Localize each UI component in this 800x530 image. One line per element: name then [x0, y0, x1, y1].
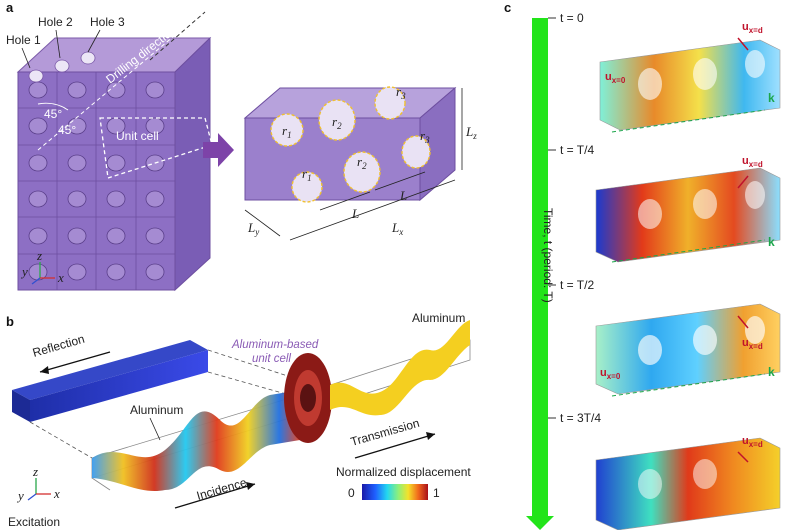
aluminum-left-label: Aluminum	[130, 403, 183, 417]
colorbar: Normalized displacement 0 1	[336, 465, 471, 500]
panel-b: b Reflection Aluminum-based unit cell	[6, 311, 471, 529]
axis-triad-a: z y x	[20, 248, 64, 285]
hole2-label: Hole 2	[38, 15, 73, 29]
panel-c: c Time, t (period: T) t = 0 t = T/4 t = …	[504, 0, 781, 530]
t3-label: t = 3T/4	[560, 411, 601, 425]
panel-a-letter: a	[6, 0, 14, 15]
unit-cell-label-2: unit cell	[252, 353, 291, 365]
r2-top: r2	[332, 114, 342, 131]
unit-cell-labels: r1 r2 r3 r1 r2 r3 Lz Ly L L Lx	[247, 84, 477, 237]
ly-label: Ly	[247, 220, 259, 237]
arrow-right-icon	[203, 133, 234, 167]
time-bar	[532, 18, 548, 518]
reflection-bar-top	[12, 340, 208, 400]
r1-bottom: r1	[302, 166, 312, 183]
hole1-label: Hole 1	[6, 33, 41, 47]
time-arrow-head	[526, 516, 554, 530]
colorbar-max: 1	[433, 486, 440, 500]
colorbar-title: Normalized displacement	[336, 465, 471, 479]
colorbar-min: 0	[348, 486, 355, 500]
axis-a-x: x	[57, 270, 64, 285]
unit-cell-label-1: Aluminum-based	[231, 339, 319, 351]
l-label-2: L	[399, 188, 407, 203]
lx-label: Lx	[391, 220, 403, 237]
k-label-t0: k	[768, 91, 775, 105]
transmitted-wave	[330, 320, 470, 416]
porous-block	[16, 9, 213, 292]
t2-label: t = T/2	[560, 278, 594, 292]
angle1-label: 45°	[44, 107, 62, 121]
reflection-bar-end	[12, 390, 30, 422]
panel-a: a	[6, 0, 477, 292]
u0-label-t0: ux=0	[605, 71, 626, 85]
t1-label: t = T/4	[560, 143, 594, 157]
reflection-bar-side	[30, 350, 208, 422]
snapshot-t3: ux=d	[595, 435, 781, 530]
colorbar-gradient	[362, 484, 428, 500]
unit-cell-drawing	[243, 86, 463, 241]
aluminum-right-label: Aluminum	[412, 311, 465, 325]
r3-top: r3	[396, 84, 406, 101]
axis-b-z: z	[32, 464, 38, 479]
t0-label: t = 0	[560, 11, 584, 25]
axis-b-x: x	[53, 486, 60, 501]
ud-label-t2: ux=d	[742, 337, 763, 351]
axis-triad-b: z y x	[16, 464, 60, 503]
unit-cell-label: Unit cell	[116, 129, 159, 143]
incident-wave	[92, 390, 300, 492]
axis-a-z: z	[36, 248, 42, 263]
lz-label: Lz	[465, 124, 477, 141]
axis-a-y: y	[20, 264, 28, 279]
angle2-label: 45°	[58, 123, 76, 137]
k-label-t1: k	[768, 235, 775, 249]
transmission-label: Transmission	[349, 416, 421, 449]
u0-label-t2: ux=0	[600, 367, 621, 381]
snapshot-t2: ux=d ux=0 k	[595, 303, 781, 397]
r2-bottom: r2	[357, 154, 367, 171]
snapshot-t0: ux=0 ux=d k	[599, 21, 781, 133]
k-label-t2: k	[768, 365, 775, 379]
panel-c-letter: c	[504, 0, 511, 15]
ud-label-t0: ux=d	[742, 21, 763, 35]
panel-b-letter: b	[6, 314, 14, 329]
l-label-1: L	[351, 206, 359, 221]
reflection-label: Reflection	[31, 332, 86, 360]
r1-top: r1	[282, 123, 292, 140]
excitation-label: Excitation	[8, 515, 60, 529]
axis-b-y: y	[16, 488, 24, 503]
unit-cell-ring-core	[300, 384, 316, 412]
hole3-label: Hole 3	[90, 15, 125, 29]
time-axis-label: Time, t (period: T)	[541, 208, 555, 303]
r3-bottom: r3	[420, 128, 430, 145]
ud-label-t3: ux=d	[742, 435, 763, 449]
ud-label-t1: ux=d	[742, 155, 763, 169]
snapshot-t1: ux=d k	[595, 155, 781, 263]
